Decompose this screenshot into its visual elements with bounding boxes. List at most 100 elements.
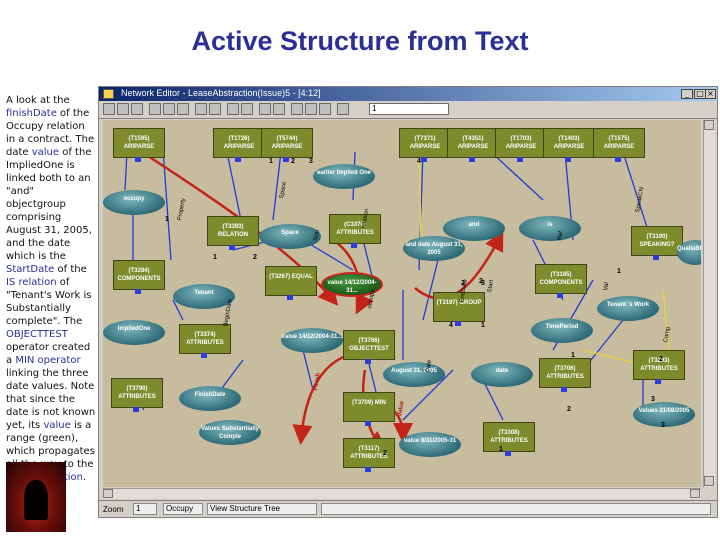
operator-node-b18[interactable]: (T3293) ATTRIBUTES	[633, 350, 685, 380]
port-marker[interactable]	[557, 293, 563, 298]
operator-node-b17[interactable]: (T3766) OBJECTTEST	[343, 330, 395, 360]
forward-icon[interactable]	[273, 103, 285, 115]
paste-icon[interactable]	[177, 103, 189, 115]
concept-node-e18[interactable]: value 8/31/2005-31	[399, 432, 461, 457]
operator-node-b20[interactable]: (T3790) ATTRIBUTES	[111, 378, 163, 408]
operator-node-b11[interactable]: (T3190) SPEAKING?	[631, 226, 683, 256]
description-text: of the	[54, 264, 87, 275]
level-field[interactable]: 1	[369, 103, 449, 115]
port-marker[interactable]	[351, 243, 357, 248]
operator-node-b14[interactable]: (T3185) COMPONENTS	[535, 264, 587, 294]
open-icon[interactable]	[117, 103, 129, 115]
back-icon[interactable]	[259, 103, 271, 115]
concept-node-e5[interactable]: is	[519, 216, 581, 241]
port-marker[interactable]	[365, 467, 371, 472]
concept-node-e12[interactable]: value 14/12/2004-31...	[281, 328, 343, 353]
port-marker[interactable]	[287, 295, 293, 300]
concept-node-e6[interactable]: QualiaBBaser	[677, 240, 701, 265]
zoom-out-icon[interactable]	[209, 103, 221, 115]
port-marker[interactable]	[135, 289, 141, 294]
zoom-in-icon[interactable]	[195, 103, 207, 115]
stop-icon[interactable]	[319, 103, 331, 115]
concept-node-e16[interactable]: FinishDate	[179, 386, 241, 411]
operator-node-n6[interactable]: (T1703) ARIPARSE	[495, 128, 547, 158]
new-icon[interactable]	[103, 103, 115, 115]
port-marker[interactable]	[455, 321, 461, 326]
port-marker[interactable]	[133, 407, 139, 412]
concept-node-e4[interactable]: and	[443, 216, 505, 241]
highlighted-term: StartDate	[6, 264, 55, 275]
concept-node-e8[interactable]: value 14/12/2004-31...	[321, 272, 383, 297]
occupy-field[interactable]: Occupy	[163, 503, 203, 515]
operator-node-b9[interactable]: (T3393) RELATION	[207, 216, 259, 246]
port-marker[interactable]	[365, 359, 371, 364]
port-marker[interactable]	[565, 157, 571, 162]
port-marker[interactable]	[655, 379, 661, 384]
concept-node-e11[interactable]: ImpliedOne	[103, 320, 165, 345]
concept-node-e14[interactable]: August 31, 2005	[383, 362, 445, 387]
help-icon[interactable]	[337, 103, 349, 115]
concept-node-e17[interactable]: Values 31/08/2005	[633, 402, 695, 427]
save-icon[interactable]	[131, 103, 143, 115]
scroll-down-icon[interactable]	[704, 476, 714, 486]
find-icon[interactable]	[241, 103, 253, 115]
operator-node-n8[interactable]: (T1575) ARIPARSE	[593, 128, 645, 158]
operator-node-b13[interactable]: (T3267) EQUAL	[265, 266, 317, 296]
port-marker[interactable]	[365, 421, 371, 426]
zoom-field[interactable]: 1	[133, 503, 157, 515]
description-text: of the Occupy relation in a contract. Th…	[6, 108, 95, 158]
scroll-left-icon[interactable]	[103, 489, 113, 498]
port-marker[interactable]	[235, 157, 241, 162]
port-marker[interactable]	[517, 157, 523, 162]
operator-node-b21[interactable]: (T3709) MIN	[343, 392, 395, 422]
port-marker[interactable]	[283, 157, 289, 162]
port-marker[interactable]	[135, 157, 141, 162]
concept-node-e19[interactable]: Values Substantially Comple	[199, 420, 261, 445]
port-marker[interactable]	[505, 451, 511, 456]
operator-node-n2[interactable]: (T1726) ARIPARSE	[213, 128, 265, 158]
port-number: 2	[479, 278, 483, 285]
scroll-right-icon[interactable]	[690, 489, 700, 498]
concept-node-e7[interactable]: and date August 31, 2005	[403, 236, 465, 261]
port-marker[interactable]	[229, 245, 235, 250]
operator-node-b22[interactable]: (T3308) ATTRIBUTES	[483, 422, 535, 452]
port-marker[interactable]	[201, 353, 207, 358]
scroll-up-icon[interactable]	[704, 120, 714, 130]
toolbar: 1	[99, 101, 717, 119]
port-marker[interactable]	[615, 157, 621, 162]
network-canvas[interactable]: (T1595) ARIPARSE (T1726) ARIPARSE(T5744) …	[103, 120, 701, 487]
concept-node-e9[interactable]: Tenant	[173, 284, 235, 309]
concept-node-e3[interactable]: Space	[259, 224, 321, 249]
operator-node-n5[interactable]: (T4351) ARIPARSE	[447, 128, 499, 158]
operator-node-n3[interactable]: (T5744) ARIPARSE	[261, 128, 313, 158]
concept-node-e15[interactable]: date	[471, 362, 533, 387]
operator-node-n7[interactable]: (T1403) ARIPARSE	[543, 128, 595, 158]
operator-node-b19[interactable]: (T3706) ATTRIBUTES	[539, 358, 591, 388]
run-icon[interactable]	[305, 103, 317, 115]
concept-node-e1[interactable]: occupy	[103, 190, 165, 215]
concept-node-e2[interactable]: earlier Implied One	[313, 164, 375, 189]
operator-node-b23[interactable]: (T3117) ATTRIBUTES	[343, 438, 395, 468]
horizontal-scrollbar[interactable]	[103, 488, 701, 499]
port-marker[interactable]	[653, 255, 659, 260]
port-marker[interactable]	[421, 157, 427, 162]
cut-icon[interactable]	[149, 103, 161, 115]
operator-node-b10[interactable]: (C3370) ATTRIBUTES	[329, 214, 381, 244]
minimize-icon[interactable]: _	[681, 89, 693, 99]
link-icon[interactable]	[291, 103, 303, 115]
vertical-scrollbar[interactable]	[703, 120, 715, 487]
operator-node-b16[interactable]: (T3374) ATTRIBUTES	[179, 324, 231, 354]
concept-node-e10[interactable]: Tenant 's Work	[597, 296, 659, 321]
port-number: 2	[253, 254, 257, 261]
close-icon[interactable]: ×	[705, 89, 716, 99]
operator-node-b12[interactable]: (T3284) COMPONENTS	[113, 260, 165, 290]
concept-node-e13[interactable]: TimePeriod	[531, 318, 593, 343]
operator-node-n1[interactable]: (T1595) ARIPARSE	[113, 128, 165, 158]
port-marker[interactable]	[561, 387, 567, 392]
port-marker[interactable]	[469, 157, 475, 162]
port-number: 1	[481, 322, 485, 329]
copy-icon[interactable]	[163, 103, 175, 115]
view-structure-field[interactable]: View Structure Tree	[207, 503, 317, 515]
operator-node-n4[interactable]: (T7371) ARIPARSE	[399, 128, 451, 158]
layout-icon[interactable]	[227, 103, 239, 115]
